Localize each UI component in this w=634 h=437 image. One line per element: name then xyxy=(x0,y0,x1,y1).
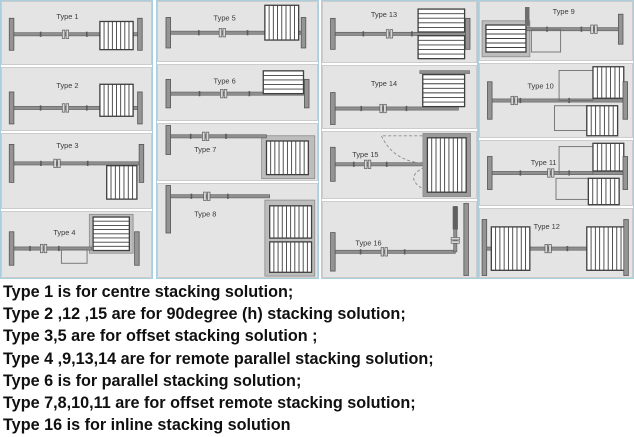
panel-label: Type 4 xyxy=(53,228,75,237)
note-line-7: Type 16 is for inline stacking solution xyxy=(3,416,291,435)
panel-type-8: Type 8 xyxy=(157,183,318,278)
panel-label: Type 8 xyxy=(194,209,216,218)
panel-label: Type 11 xyxy=(531,158,557,167)
panel-label: Type 3 xyxy=(56,141,78,150)
note-line-3: Type 3,5 are for offset stacking solutio… xyxy=(3,327,318,346)
stacking-type-diagrams: Type 1 Type 2 Type 3 Type 4 Type 5 Type 6 Type… xyxy=(0,0,634,279)
panel-label: Type 13 xyxy=(371,10,397,19)
panel-type-16: Type 16 xyxy=(322,201,477,278)
panel-label: Type 6 xyxy=(214,76,236,85)
panel-label: Type 10 xyxy=(527,82,553,91)
panel-type-4: Type 4 xyxy=(1,211,152,278)
panel-label: Type 5 xyxy=(214,14,236,23)
panel-type-5: Type 5 xyxy=(157,1,318,62)
panel-type-13: Type 13 xyxy=(322,1,477,63)
column-frame xyxy=(0,0,153,279)
note-line-4: Type 4 ,9,13,14 are for remote parallel … xyxy=(3,349,434,368)
panel-type-7: Type 7 xyxy=(157,123,318,181)
panel-label: Type 9 xyxy=(553,7,575,16)
panel-label: Type 2 xyxy=(56,81,78,90)
panel-label: Type 16 xyxy=(355,239,381,248)
panel-label: Type 12 xyxy=(534,222,560,231)
panel-type-1: Type 1 xyxy=(1,1,152,65)
panel-type-2: Type 2 xyxy=(1,67,152,131)
panel-type-14: Type 14 xyxy=(322,65,477,129)
notes-block: Type 1 is for centre stacking solution; … xyxy=(0,280,634,436)
column-frame xyxy=(156,0,319,279)
note-line-2: Type 2 ,12 ,15 are for 90degree (h) stac… xyxy=(3,305,406,324)
panel-label: Type 14 xyxy=(371,79,397,88)
column-frame xyxy=(321,0,478,279)
panel-type-6: Type 6 xyxy=(157,64,318,121)
panel-type-3: Type 3 xyxy=(1,133,152,209)
panel-type-12: Type 12 xyxy=(479,208,633,278)
panel-type-10: Type 10 xyxy=(479,63,633,138)
panel-type-15: Type 15 xyxy=(322,131,477,199)
panel-type-11: Type 11 xyxy=(479,140,633,206)
panel-label: Type 1 xyxy=(56,12,78,21)
note-line-1: Type 1 is for centre stacking solution; xyxy=(3,283,294,301)
panel-label: Type 15 xyxy=(352,150,378,159)
note-line-6: Type 7,8,10,11 are for offset remote sta… xyxy=(3,394,416,413)
panel-label: Type 7 xyxy=(194,145,216,154)
panel-type-9: Type 9 xyxy=(479,1,633,61)
note-line-5: Type 6 is for parallel stacking solution… xyxy=(3,371,302,390)
